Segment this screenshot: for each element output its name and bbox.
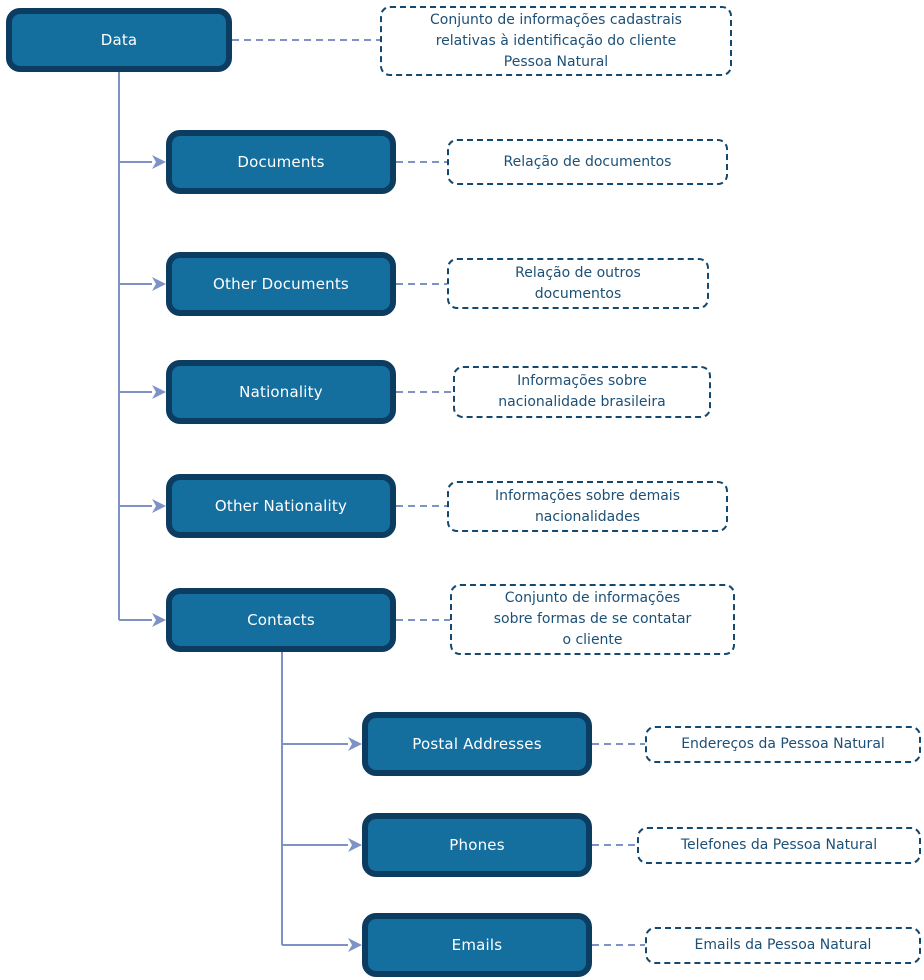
arrowhead-emails-icon [348,938,362,952]
node-other-documents-label: Other Documents [213,275,349,293]
node-postal-addresses: Postal Addresses [362,712,592,776]
arrowhead-other-nationality-icon [152,499,166,513]
node-emails: Emails [362,913,592,977]
annotation-phones-text: Telefones da Pessoa Natural [680,837,878,853]
annotation-documents-text: Relação de documentos [503,153,672,170]
node-postal-addresses-label: Postal Addresses [412,735,542,753]
arrowhead-nationality-icon [152,385,166,399]
annotation-data-text: Conjunto de informações cadastrais relat… [430,11,682,70]
node-emails-label: Emails [451,936,503,954]
annotation-contacts: Conjunto de informações sobre formas de … [450,584,735,655]
annotation-emails-text: Emails da Pessoa Natural [694,937,872,953]
annotation-data: Conjunto de informações cadastrais relat… [380,6,732,76]
annotation-documents: Relação de documentos [447,139,728,185]
annotation-other-nationality: Informações sobre demais nacionalidades [447,481,728,532]
arrowhead-phones-icon [348,838,362,852]
arrowhead-other-documents-icon [152,277,166,291]
arrowhead-contacts-icon [152,613,166,627]
node-nationality-label: Nationality [239,383,323,401]
node-phones: Phones [362,813,592,877]
arrowhead-documents-icon [152,155,166,169]
node-other-documents: Other Documents [166,252,396,316]
node-other-nationality: Other Nationality [166,474,396,538]
annotation-emails: Emails da Pessoa Natural [645,927,921,964]
node-documents: Documents [166,130,396,194]
node-contacts: Contacts [166,588,396,652]
node-nationality: Nationality [166,360,396,424]
annotation-nationality: Informações sobre nacionalidade brasilei… [453,366,711,418]
annotation-postal-addresses-text: Endereços da Pessoa Natural [681,736,885,752]
node-phones-label: Phones [449,836,505,854]
node-other-nationality-label: Other Nationality [214,497,348,515]
node-documents-label: Documents [237,153,325,171]
annotation-other-nationality-text: Informações sobre demais nacionalidades [494,487,680,525]
annotation-nationality-text: Informações sobre nacionalidade brasilei… [498,373,666,410]
annotation-phones: Telefones da Pessoa Natural [637,827,921,864]
annotation-contacts-text: Conjunto de informações sobre formas de … [493,590,692,648]
node-contacts-label: Contacts [247,611,315,629]
annotation-other-documents: Relação de outros documentos [447,258,709,309]
annotation-postal-addresses: Endereços da Pessoa Natural [645,726,921,763]
node-data: Data [6,8,232,72]
annotation-other-documents-text: Relação de outros documentos [515,264,641,302]
arrowhead-postal-addresses-icon [348,737,362,751]
node-data-label: Data [100,31,138,49]
